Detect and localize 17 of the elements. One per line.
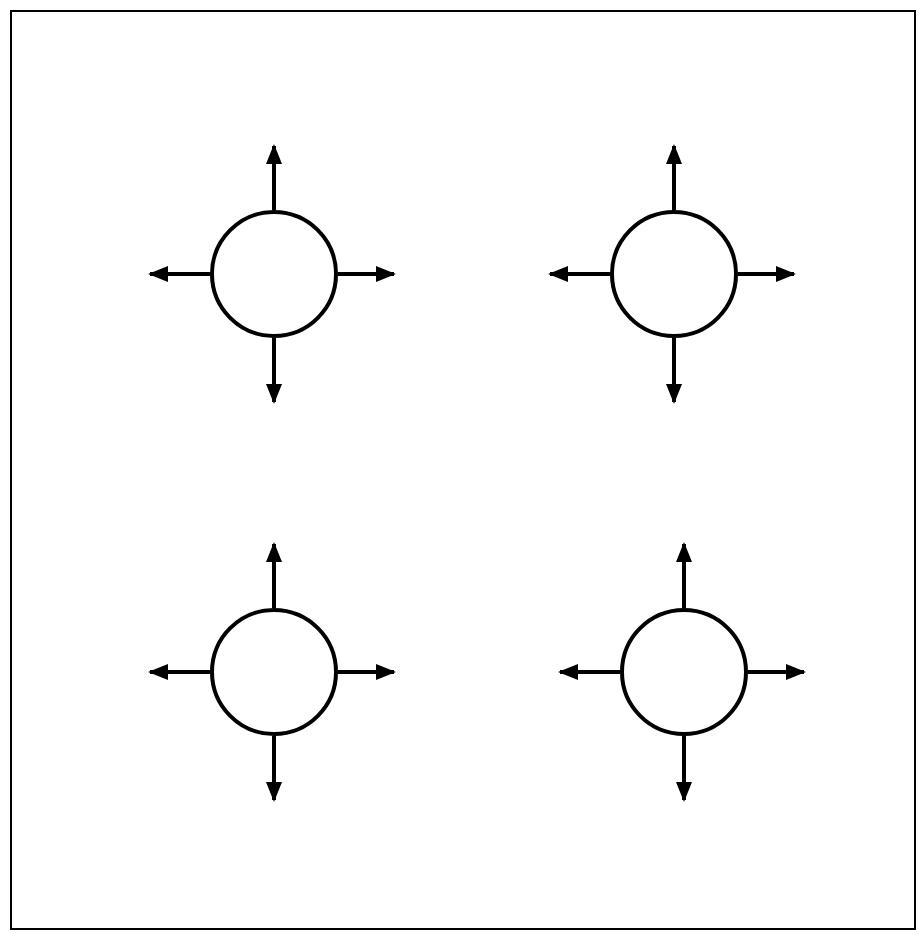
arrow [666,338,682,404]
arrow [148,664,210,680]
arrow [558,664,620,680]
arrow [666,144,682,210]
arrow [738,266,796,282]
arrow [266,736,282,802]
arrow [266,542,282,608]
arrow [148,266,210,282]
arrow [338,664,396,680]
frame [10,10,916,930]
arrow [338,266,396,282]
arrow [748,664,806,680]
arrow [676,736,692,802]
arrow [266,144,282,210]
arrow [266,338,282,404]
arrow [548,266,610,282]
arrow [676,542,692,608]
